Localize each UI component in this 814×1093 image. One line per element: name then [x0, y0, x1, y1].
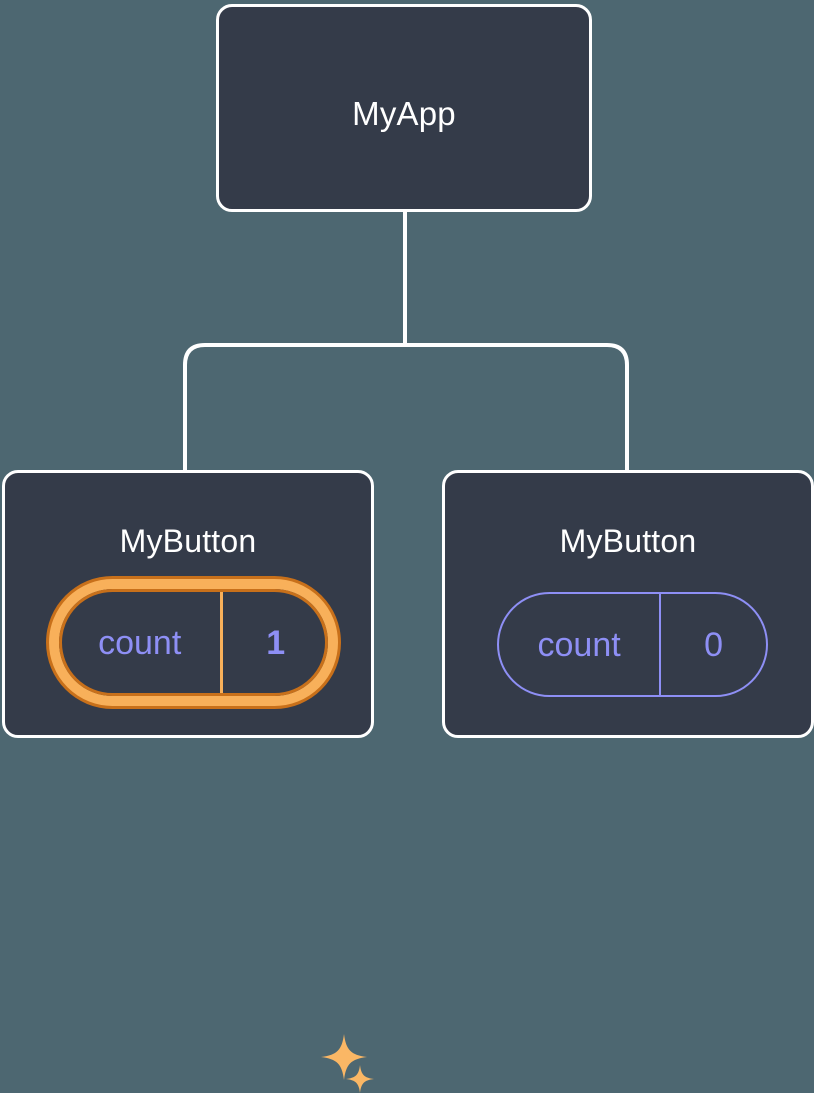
state-pill-right[interactable]: count 0 [497, 592, 768, 697]
state-pill-right-divider [659, 592, 662, 697]
state-pill-left[interactable]: count 1 [49, 579, 338, 706]
state-pill-left-divider [220, 589, 224, 696]
node-mybutton-right-title: MyButton [559, 523, 697, 559]
sparkle-icon-small [346, 1065, 374, 1093]
node-myapp-title: MyApp [352, 95, 456, 132]
state-pill-left-key: count [98, 623, 182, 662]
state-pill-right-key: count [537, 625, 621, 664]
state-pill-right-value: 0 [704, 625, 724, 664]
connector-branch-bar [183, 343, 629, 470]
node-mybutton-right[interactable]: MyButton count 0 [442, 470, 814, 738]
node-myapp[interactable]: MyApp [216, 4, 592, 212]
component-tree-diagram: MyApp MyButton count 1 MyButton count 0 [2, 4, 814, 1093]
node-mybutton-left-title: MyButton [119, 523, 257, 559]
state-pill-left-value: 1 [266, 623, 286, 662]
node-mybutton-left[interactable]: MyButton count 1 [2, 470, 374, 1093]
